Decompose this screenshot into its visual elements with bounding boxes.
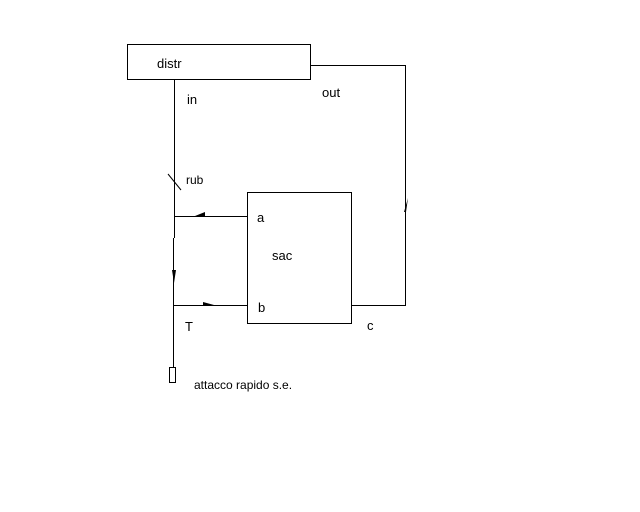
c-label: c [367, 318, 374, 333]
sac-label: sac [272, 248, 293, 263]
distr-box [127, 44, 311, 80]
rub-label: rub [186, 173, 204, 187]
out-line [310, 65, 406, 306]
distr-label: distr [157, 56, 182, 71]
port-a-label: a [257, 210, 265, 225]
port-b-label: b [258, 300, 265, 315]
arrow-t-icon [172, 270, 176, 283]
arrow-b-icon [203, 302, 214, 305]
sac-box [247, 192, 352, 324]
quick-connector [169, 367, 176, 383]
t-label: T [185, 319, 193, 334]
rub-valve-mark [167, 173, 182, 191]
arrow-a-icon [195, 212, 205, 216]
out-label: out [322, 85, 340, 100]
connector-label: attacco rapido s.e. [194, 378, 292, 392]
in-label: in [187, 92, 197, 107]
arrow-out-icon [404, 198, 408, 212]
